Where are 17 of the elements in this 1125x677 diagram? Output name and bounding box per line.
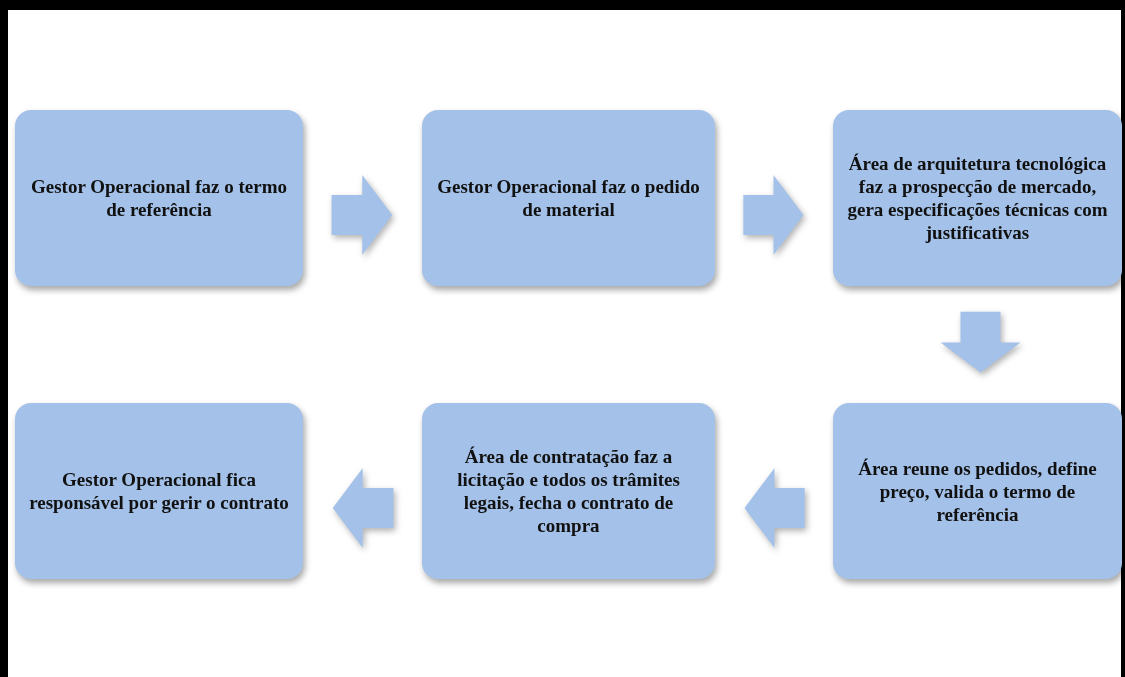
step-text: Área de arquitetura tecnológica faz a prospecção de mercado, gera especificações técnicas com justificativas (846, 152, 1109, 244)
block-arrow (332, 468, 394, 548)
block-arrow (331, 175, 393, 255)
block-arrow (744, 468, 805, 548)
process-box (15, 110, 303, 286)
process-box (422, 110, 715, 286)
step-text: Gestor Operacional fica responsável por gerir o contrato (28, 468, 290, 514)
process-box (833, 403, 1122, 579)
step-text: Gestor Operacional faz o pedido de material (436, 175, 701, 221)
block-arrow (940, 311, 1021, 373)
process-box (833, 110, 1122, 286)
block-arrow (743, 175, 804, 255)
process-box (15, 403, 303, 579)
process-box (422, 403, 715, 579)
step-text: Gestor Operacional faz o termo de referência (29, 175, 289, 221)
step-text: Área reune os pedidos, define preço, valida o termo de referência (857, 456, 1098, 526)
step-text: Área de contratação faz a licitação e todos os trâmites legais, fecha o contrato de compra (456, 445, 681, 537)
